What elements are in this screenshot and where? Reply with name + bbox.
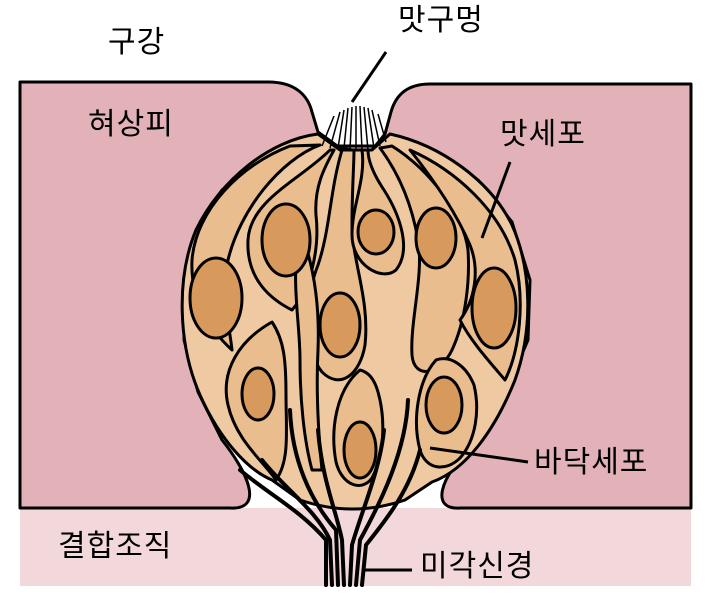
leader-lines — [350, 51, 529, 572]
leader-taste-pore — [350, 51, 388, 103]
taste-bud — [180, 105, 530, 587]
microvilli — [321, 105, 387, 151]
nucleus — [424, 375, 464, 435]
epithelium-layer — [18, 80, 693, 510]
label-tongue-epithelium: 혀상피 — [88, 107, 174, 142]
nucleus — [188, 256, 244, 340]
nucleus — [240, 366, 276, 422]
label-taste-pore: 맛구멍 — [398, 3, 484, 38]
label-taste-cell: 맛세포 — [500, 117, 586, 152]
label-oral-cavity: 구강 — [108, 25, 166, 60]
nucleus — [342, 420, 378, 480]
taste-nerve-fibers — [238, 398, 422, 587]
label-connective-tissue: 결합조직 — [58, 529, 173, 564]
nucleus — [318, 291, 362, 359]
label-taste-nerve: 미각신경 — [420, 549, 535, 584]
nucleus — [260, 202, 312, 278]
label-basal-cell: 바닥세포 — [534, 445, 649, 480]
taste-cell-center-left-long — [294, 228, 324, 472]
leader-basal-cell — [429, 446, 529, 464]
nuclei — [188, 202, 518, 480]
leader-taste-cell — [480, 161, 512, 239]
nucleus — [414, 206, 458, 270]
nucleus — [470, 266, 518, 350]
nucleus — [356, 208, 396, 256]
